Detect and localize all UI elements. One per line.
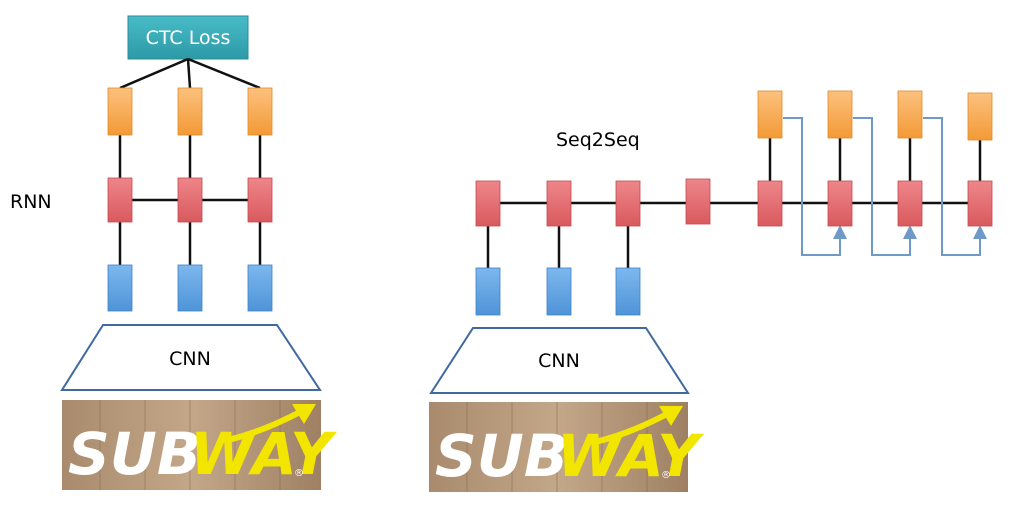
right-vertical-connectors (486, 138, 982, 268)
left-subway-logo-image: SUB WAY ® (62, 400, 337, 490)
output-node (967, 92, 993, 141)
rnn-node (546, 180, 572, 227)
logo-text-white: SUB (435, 422, 568, 490)
feedback-loops (783, 117, 987, 256)
left-output-nodes (107, 87, 273, 136)
encoder-rnn-nodes (475, 178, 711, 227)
decoder-rnn-nodes (757, 180, 993, 227)
feature-node (546, 267, 572, 316)
logo-text-yellow: WAY (557, 422, 704, 490)
left-cnn-trapezoid: CNN (60, 324, 322, 391)
feature-node (177, 264, 203, 312)
logo-text-white: SUB (68, 420, 201, 488)
output-node (897, 90, 923, 139)
output-node (107, 87, 133, 136)
left-cnn-label: CNN (169, 348, 211, 370)
rnn-node (615, 180, 641, 227)
feature-node (247, 264, 273, 312)
feature-node (107, 264, 133, 312)
left-vertical-connectors (118, 135, 262, 265)
output-node (247, 87, 273, 136)
left-rnn-nodes (107, 177, 273, 223)
feature-node (475, 267, 501, 316)
rnn-node (177, 177, 203, 223)
rnn-node (897, 180, 923, 227)
rnn-node (247, 177, 273, 223)
right-feature-nodes (475, 267, 641, 316)
decoder-output-nodes (757, 90, 993, 141)
rnn-node (685, 178, 711, 225)
output-node (827, 90, 853, 139)
rnn-label: RNN (10, 191, 52, 213)
output-node (757, 90, 783, 139)
feature-node (615, 267, 641, 316)
right-cnn-label: CNN (538, 350, 580, 372)
rnn-node (967, 180, 993, 227)
rnn-node (475, 180, 501, 227)
left-feature-nodes (107, 264, 273, 312)
logo-text-yellow: WAY (190, 420, 337, 488)
seq2seq-label: Seq2Seq (556, 129, 640, 151)
right-subway-logo-image: SUB WAY ® (429, 402, 704, 492)
ctc-loss-box: CTC Loss (127, 15, 249, 60)
output-node (177, 87, 203, 136)
rnn-node (757, 180, 783, 227)
logo-registered-mark: ® (294, 468, 304, 479)
right-cnn-trapezoid: CNN (429, 327, 690, 394)
rnn-node (827, 180, 853, 227)
logo-registered-mark: ® (661, 470, 671, 481)
ctc-loss-label: CTC Loss (146, 27, 231, 49)
ctc-connections (119, 57, 261, 90)
rnn-node (107, 177, 133, 223)
